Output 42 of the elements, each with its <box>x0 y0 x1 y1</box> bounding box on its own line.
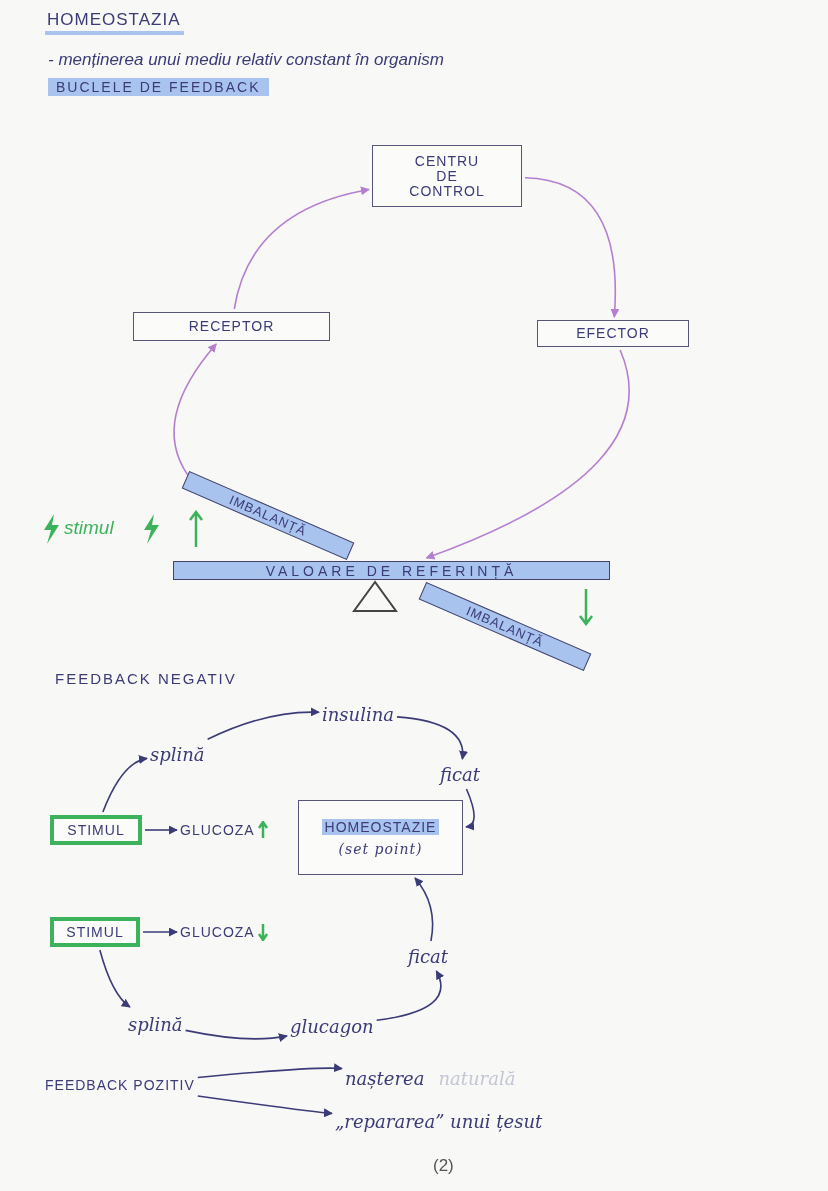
page-number: (2) <box>433 1156 454 1176</box>
flow-label: „repararea” unui țesut <box>335 1107 543 1135</box>
section-heading: FEEDBACK NEGATIV <box>55 670 237 687</box>
node-subtitle: (set point) <box>338 840 423 857</box>
arrow <box>206 707 320 741</box>
flow-label: glucagon <box>290 1012 374 1040</box>
process-box: EFECTOR <box>537 320 689 347</box>
process-box <box>298 800 463 875</box>
arrow <box>414 877 434 942</box>
arrow <box>197 1063 343 1079</box>
reference-bar: VALOARE DE REFERINȚĂ <box>173 561 610 580</box>
arrow <box>184 1029 288 1042</box>
arrow <box>173 343 218 476</box>
process-box: RECEPTOR <box>133 312 330 341</box>
flow-label: splină <box>128 1010 183 1038</box>
node-title: HOMEOSTAZIE <box>321 818 440 835</box>
arrow <box>465 788 475 830</box>
arrow <box>396 716 468 760</box>
node-text: GLUCOZA <box>180 822 255 838</box>
arrow <box>375 970 444 1022</box>
section-heading: BUCLELE DE FEEDBACK <box>48 78 269 96</box>
arrow <box>142 927 178 937</box>
flow-label: ficat <box>408 944 449 968</box>
flow-label: splină <box>150 742 205 766</box>
arrow <box>144 825 178 835</box>
process-box: CENTRU DE CONTROL <box>372 145 522 207</box>
arrow <box>197 1095 333 1118</box>
flow-label: insulina <box>322 702 395 726</box>
node-text: nașterea <box>345 1067 425 1089</box>
arrow <box>425 349 630 560</box>
stimulus-box: STIMUL <box>50 917 140 947</box>
arrow <box>524 176 620 318</box>
arrow <box>102 755 148 813</box>
flow-label: FEEDBACK POZITIV <box>45 1073 195 1097</box>
page-title: HOMEOSTAZIA <box>45 10 185 35</box>
flow-label: ficat <box>440 762 481 786</box>
arrow <box>233 186 370 310</box>
note-text: - menținerea unui mediu relativ constant în organism <box>48 50 444 70</box>
arrow <box>99 949 131 1008</box>
stimulus-label: stimul <box>64 517 114 539</box>
stimulus-box: STIMUL <box>50 815 142 845</box>
node-text: GLUCOZA <box>180 924 255 940</box>
